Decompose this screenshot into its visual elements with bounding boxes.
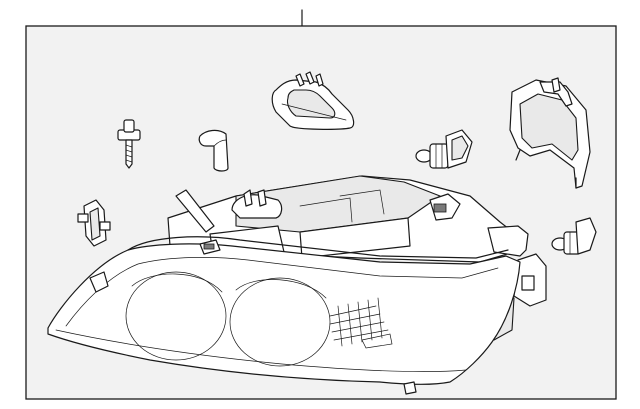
headlamp-assembly-icon [47, 175, 547, 395]
screw-icon [117, 119, 141, 169]
bracket-top-icon [271, 71, 355, 130]
bracket-right-icon [509, 77, 591, 189]
turn-signal-grid [329, 297, 393, 349]
bulb-small-icon [551, 217, 597, 255]
bulb-icon [415, 129, 473, 169]
clip-icon [77, 199, 111, 247]
hose-icon [198, 129, 229, 172]
